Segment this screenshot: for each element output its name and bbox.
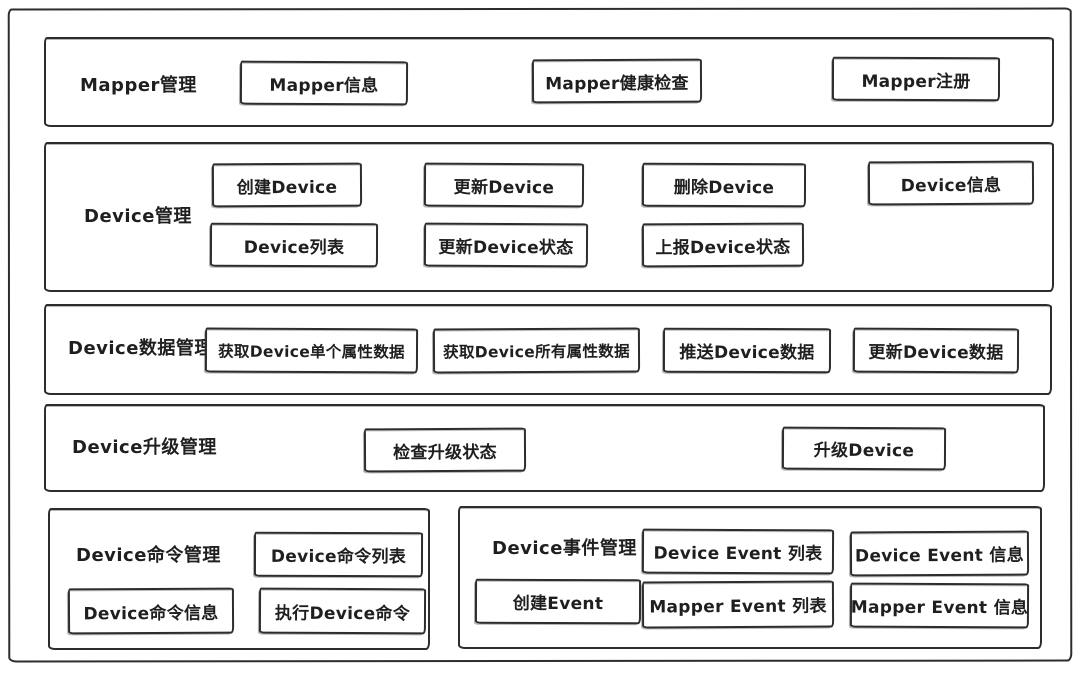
section-device-upgrade-management: Device升级管理 检查升级状态 升级Device: [44, 404, 1045, 492]
section-device-management-label: Device管理: [84, 206, 192, 227]
btn-upgrade-device: 升级Device: [781, 426, 947, 471]
btn-device-event-list: Device Event 列表: [641, 528, 835, 575]
btn-device-list: Device列表: [209, 222, 379, 268]
btn-get-device-all-property-data: 获取Device所有属性数据: [432, 327, 641, 374]
section-device-command-management: Device命令管理 Device命令列表 Device命令信息 执行Devic…: [48, 508, 430, 650]
btn-create-device: 创建Device: [211, 162, 363, 208]
section-device-event-management-label: Device事件管理: [492, 538, 637, 559]
btn-mapper-event-info: Mapper Event 信息: [849, 582, 1030, 629]
btn-device-command-list: Device命令列表: [253, 531, 424, 578]
btn-device-event-info: Device Event 信息: [849, 530, 1030, 577]
section-device-upgrade-management-label: Device升级管理: [72, 437, 217, 458]
btn-mapper-event-list: Mapper Event 列表: [641, 580, 835, 629]
section-mapper-management: Mapper管理 Mapper信息 Mapper健康检查 Mapper注册: [44, 37, 1054, 127]
btn-update-device-status: 更新Device状态: [423, 222, 589, 268]
section-device-management: Device管理 创建Device 更新Device 删除Device Devi…: [44, 142, 1054, 292]
btn-update-device: 更新Device: [423, 162, 585, 208]
btn-get-device-single-property-data: 获取Device单个属性数据: [204, 327, 419, 374]
btn-push-device-data: 推送Device数据: [662, 327, 832, 374]
section-device-event-management: Device事件管理 Device Event 列表 Device Event …: [458, 506, 1042, 649]
section-device-data-management-label: Device数据管理: [68, 338, 213, 359]
btn-create-event: 创建Event: [474, 578, 642, 625]
btn-check-upgrade-status: 检查升级状态: [363, 427, 527, 473]
section-mapper-management-label: Mapper管理: [80, 75, 197, 96]
btn-execute-device-command: 执行Device命令: [258, 587, 427, 635]
btn-mapper-health-check: Mapper健康检查: [531, 58, 703, 104]
btn-delete-device: 删除Device: [641, 162, 807, 208]
btn-report-device-status: 上报Device状态: [641, 222, 805, 268]
btn-update-device-data: 更新Device数据: [852, 327, 1020, 374]
btn-device-command-info: Device命令信息: [67, 587, 235, 635]
section-device-command-management-label: Device命令管理: [76, 545, 221, 566]
btn-mapper-info: Mapper信息: [239, 60, 409, 106]
btn-device-info: Device信息: [867, 160, 1035, 206]
btn-mapper-register: Mapper注册: [831, 56, 1001, 102]
section-device-data-management: Device数据管理 获取Device单个属性数据 获取Device所有属性数据…: [44, 304, 1052, 395]
